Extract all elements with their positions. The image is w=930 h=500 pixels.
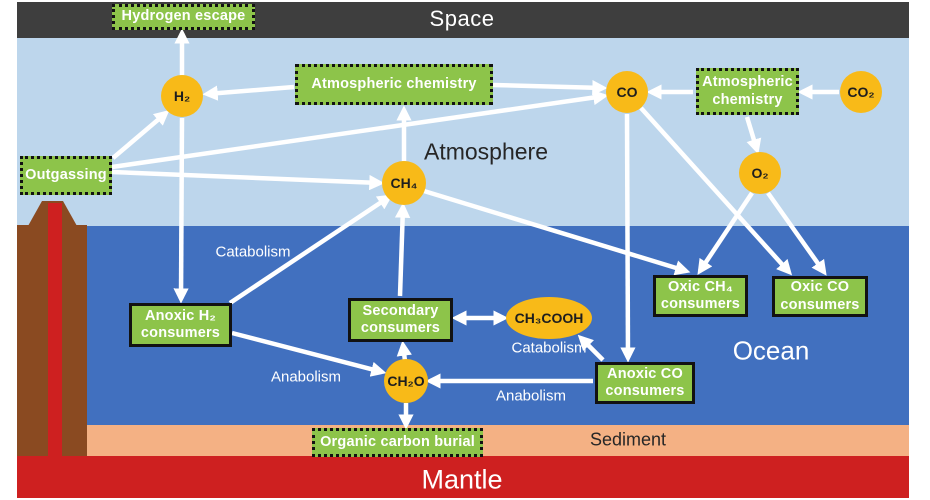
h2-node: H₂ [161,75,203,117]
oxic-co-consumers-box: Oxic CO consumers [772,276,868,317]
hydrogen-escape-box: Hydrogen escape [112,4,255,30]
atmosphere-label: Atmosphere [423,138,549,165]
organic-carbon-burial-box: Organic carbon burial [312,428,483,457]
ch3cooh-node: CH₃COOH [506,297,592,339]
co-node: CO [606,71,648,113]
mantle-label: Mantle [421,464,503,495]
atmospheric-chemistry-right: Atmospheric chemistry [696,68,799,115]
outgassing-box: Outgassing [20,156,112,195]
anoxic-co-consumers-box: Anoxic CO consumers [595,362,695,404]
ch2o-node: CH₂O [384,359,428,403]
ocean-label: Ocean [732,335,810,366]
mantle-band [17,456,909,498]
co2-node: CO₂ [840,71,882,113]
atmospheric-chemistry-left: Atmospheric chemistry [295,64,493,105]
ch4-node: CH₄ [382,161,426,205]
anabolism-label-left: Anabolism [270,368,342,386]
catabolism-label-right: Catabolism [511,339,587,357]
anabolism-label-right: Anabolism [495,387,567,405]
sediment-label: Sediment [589,429,667,450]
catabolism-label-left: Catabolism [215,243,291,261]
space-label: Space [429,6,495,31]
oxic-ch4-consumers-box: Oxic CH₄ consumers [653,275,748,317]
secondary-consumers-box: Secondary consumers [348,298,453,342]
o2-node: O₂ [739,152,781,194]
anoxic-h2-consumers-box: Anoxic H₂ consumers [129,303,232,347]
